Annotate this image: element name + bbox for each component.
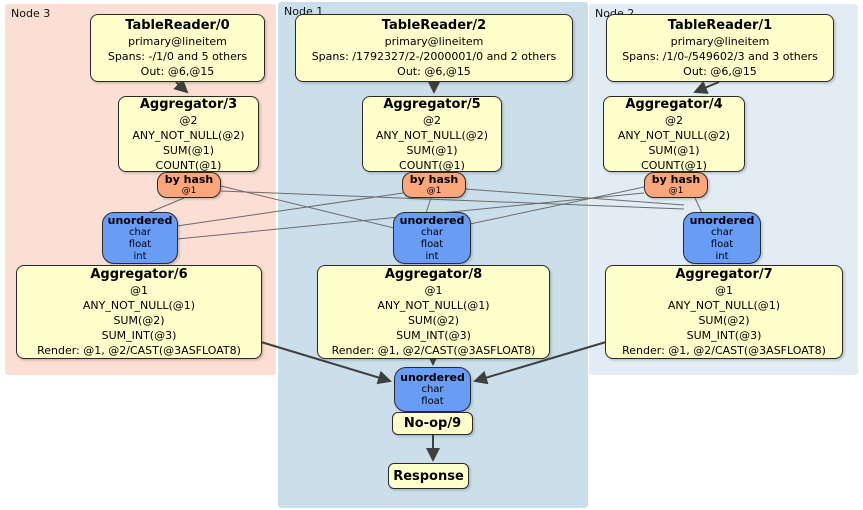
aggregator-4-title: Aggregator/4 bbox=[625, 96, 723, 112]
sync-type: float bbox=[710, 238, 734, 250]
box-line: primary@lineitem bbox=[128, 35, 227, 48]
node-3-label: Node 3 bbox=[11, 7, 51, 20]
box-line: COUNT(@1) bbox=[155, 158, 222, 172]
hash-router-columns: @1 bbox=[181, 186, 197, 196]
box-line: SUM_INT(@3) bbox=[396, 329, 471, 342]
aggregator-5-title: Aggregator/5 bbox=[383, 96, 481, 112]
sync-label: unordered bbox=[689, 213, 755, 227]
box-line: SUM_INT(@3) bbox=[101, 329, 177, 342]
box-line: Spans: -/1/0 and 5 others bbox=[107, 50, 248, 63]
unordered-sync-node3: unordered char float int bbox=[102, 212, 178, 264]
box-line: Spans: /1/0-/549602/3 and 3 others bbox=[622, 50, 818, 63]
sync-type: char bbox=[420, 226, 444, 238]
sync-type: char bbox=[710, 226, 734, 238]
sync-type: int bbox=[133, 250, 147, 262]
box-line: Out: @6,@15 bbox=[683, 65, 757, 78]
box-line: COUNT(@1) bbox=[399, 158, 465, 172]
box-line: @1 bbox=[715, 284, 733, 297]
sync-label: unordered bbox=[399, 213, 465, 227]
hash-router-label: by hash bbox=[651, 173, 701, 186]
aggregator-7-box: Aggregator/7 @1 ANY_NOT_NULL(@1) SUM(@2)… bbox=[605, 265, 843, 359]
aggregator-8-title: Aggregator/8 bbox=[384, 267, 483, 282]
box-line: SUM(@2) bbox=[698, 314, 750, 327]
aggregator-4-box: Aggregator/4 @2 ANY_NOT_NULL(@2) SUM(@1)… bbox=[603, 96, 745, 172]
hash-router-columns: @1 bbox=[668, 186, 684, 196]
aggregator-6-title: Aggregator/6 bbox=[90, 267, 188, 282]
aggregator-7-title: Aggregator/7 bbox=[675, 267, 773, 282]
box-line: SUM(@2) bbox=[407, 314, 460, 327]
response-title: Response bbox=[393, 468, 464, 484]
response-box: Response bbox=[388, 463, 469, 489]
tablereader-1-title: TableReader/1 bbox=[667, 18, 773, 33]
sync-type: char bbox=[128, 226, 152, 238]
box-line: SUM(@1) bbox=[162, 143, 215, 157]
unordered-sync-node1: unordered char float int bbox=[393, 212, 471, 264]
box-line: @2 bbox=[665, 113, 683, 127]
hash-router-columns: @1 bbox=[426, 186, 442, 196]
tablereader-0-box: TableReader/0 primary@lineitem Spans: -/… bbox=[90, 14, 265, 82]
box-line: Render: @1, @2/CAST(@3ASFLOAT8) bbox=[37, 344, 241, 357]
box-line: Render: @1, @2/CAST(@3ASFLOAT8) bbox=[331, 344, 536, 357]
box-line: ANY_NOT_NULL(@2) bbox=[375, 128, 489, 142]
hash-router-node2: by hash @1 bbox=[644, 172, 708, 198]
box-line: @2 bbox=[423, 113, 441, 127]
tablereader-0-title: TableReader/0 bbox=[125, 18, 230, 33]
aggregator-3-box: Aggregator/3 @2 ANY_NOT_NULL(@2) SUM(@1)… bbox=[118, 96, 259, 172]
box-line: Out: @6,@15 bbox=[397, 65, 471, 78]
sync-type: int bbox=[425, 250, 439, 262]
aggregator-5-box: Aggregator/5 @2 ANY_NOT_NULL(@2) SUM(@1)… bbox=[362, 96, 502, 172]
box-line: ANY_NOT_NULL(@1) bbox=[82, 299, 196, 312]
noop-box: No-op/9 bbox=[392, 412, 473, 435]
tablereader-2-box: TableReader/2 primary@lineitem Spans: /1… bbox=[295, 14, 573, 82]
box-line: ANY_NOT_NULL(@1) bbox=[667, 299, 781, 312]
box-line: @1 bbox=[130, 284, 148, 297]
box-line: SUM(@1) bbox=[648, 143, 700, 157]
aggregator-3-title: Aggregator/3 bbox=[139, 96, 238, 112]
box-line: Render: @1, @2/CAST(@3ASFLOAT8) bbox=[622, 344, 826, 357]
unordered-sync-node2: unordered char float int bbox=[683, 212, 761, 264]
tablereader-1-box: TableReader/1 primary@lineitem Spans: /1… bbox=[606, 14, 834, 82]
box-line: primary@lineitem bbox=[384, 35, 484, 48]
hash-router-label: by hash bbox=[164, 173, 214, 186]
sync-type: char bbox=[421, 384, 444, 395]
sync-type: float bbox=[420, 238, 444, 250]
box-line: @1 bbox=[424, 284, 443, 297]
aggregator-6-box: Aggregator/6 @1 ANY_NOT_NULL(@1) SUM(@2)… bbox=[16, 265, 262, 359]
hash-router-node3: by hash @1 bbox=[157, 172, 221, 198]
box-line: COUNT(@1) bbox=[641, 158, 707, 172]
aggregator-8-box: Aggregator/8 @1 ANY_NOT_NULL(@1) SUM(@2)… bbox=[317, 265, 550, 359]
sync-label: unordered bbox=[107, 213, 173, 227]
unordered-sync-final: unordered char float bbox=[394, 367, 471, 412]
sync-type: float bbox=[128, 238, 152, 250]
hash-router-node1: by hash @1 bbox=[402, 172, 466, 198]
box-line: ANY_NOT_NULL(@1) bbox=[377, 299, 490, 312]
box-line: @2 bbox=[179, 113, 198, 127]
sync-type: float bbox=[421, 396, 444, 407]
sync-type: int bbox=[715, 250, 729, 262]
hash-router-label: by hash bbox=[409, 173, 459, 186]
box-line: SUM(@2) bbox=[113, 314, 165, 327]
box-line: SUM(@1) bbox=[406, 143, 458, 157]
tablereader-2-title: TableReader/2 bbox=[381, 18, 487, 33]
box-line: Out: @6,@15 bbox=[140, 65, 215, 78]
sync-label: unordered bbox=[400, 371, 465, 384]
box-line: ANY_NOT_NULL(@2) bbox=[132, 128, 245, 142]
box-line: Spans: /1792327/2-/2000001/0 and 2 other… bbox=[311, 50, 557, 63]
box-line: SUM_INT(@3) bbox=[686, 329, 762, 342]
box-line: primary@lineitem bbox=[670, 35, 770, 48]
box-line: ANY_NOT_NULL(@2) bbox=[617, 128, 731, 142]
noop-title: No-op/9 bbox=[403, 416, 462, 431]
